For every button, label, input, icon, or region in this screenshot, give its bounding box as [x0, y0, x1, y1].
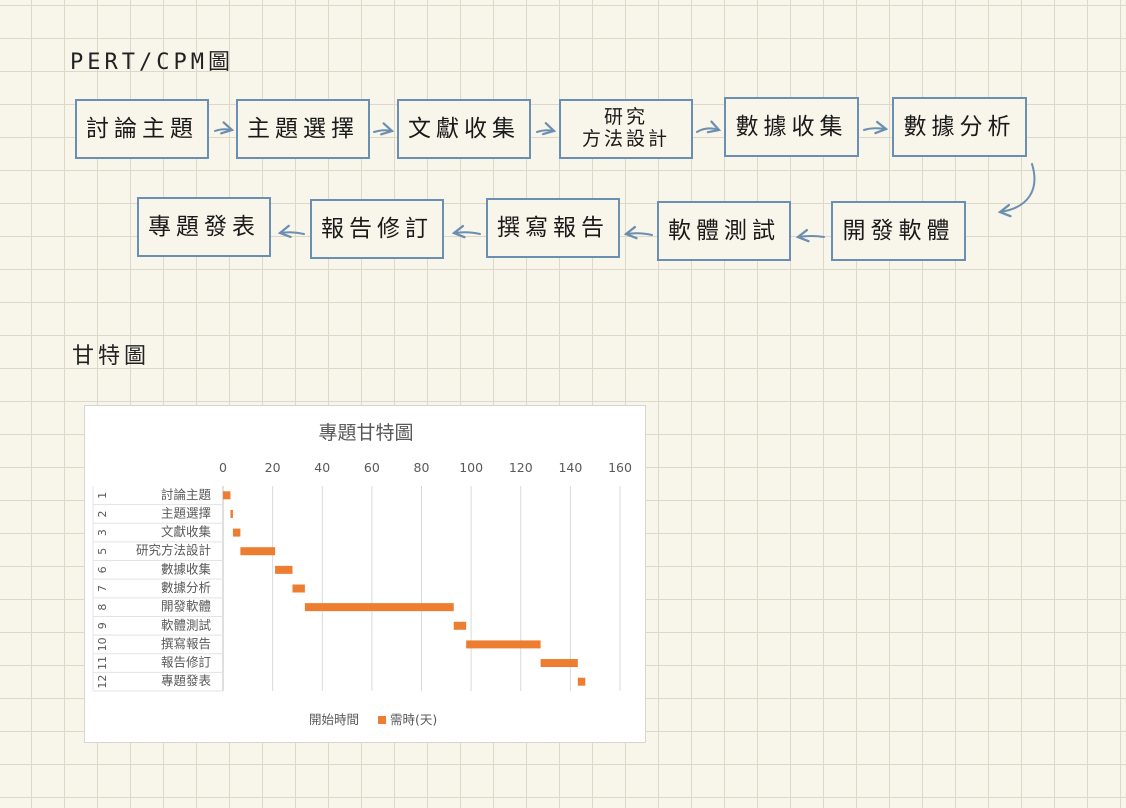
row-number: 2	[96, 510, 109, 517]
pert-node-software-test: 軟體測試	[657, 201, 791, 261]
legend-start-time: 開始時間	[309, 712, 359, 727]
row-number: 1	[96, 492, 109, 499]
gantt-bar	[453, 621, 467, 630]
row-number: 5	[96, 548, 109, 555]
category-label: 撰寫報告	[161, 636, 211, 651]
category-label: 報告修訂	[161, 655, 211, 670]
category-label: 數據收集	[161, 561, 212, 576]
gantt-bar	[223, 491, 231, 500]
row-number: 3	[96, 529, 109, 536]
pert-node-data-analysis: 數據分析	[892, 97, 1027, 157]
category-label: 專題發表	[161, 673, 212, 688]
gantt-bar	[292, 584, 305, 593]
arrow-10-11	[277, 224, 305, 239]
arrow-8-9	[623, 225, 653, 240]
gantt-bar	[577, 677, 586, 686]
x-tick-label: 40	[314, 460, 330, 475]
arrow-4-5	[696, 120, 722, 134]
arrow-5-6	[863, 120, 889, 135]
category-label: 研究方法設計	[136, 543, 211, 558]
x-tick-label: 0	[219, 460, 227, 475]
gantt-bar	[540, 659, 578, 668]
pert-node-presentation: 專題發表	[137, 197, 271, 257]
category-label: 討論主題	[161, 487, 212, 502]
x-tick-label: 100	[459, 460, 483, 475]
row-number: 8	[96, 604, 109, 611]
gantt-bar	[466, 640, 541, 649]
pert-node-literature: 文獻收集	[397, 99, 531, 159]
gantt-bar	[304, 603, 454, 612]
arrow-9-10	[451, 224, 481, 239]
category-label: 開發軟體	[161, 599, 211, 614]
row-number: 11	[96, 656, 109, 670]
arrow-6-7	[997, 163, 1036, 218]
row-number: 10	[96, 637, 109, 651]
gantt-bar	[232, 528, 241, 537]
category-label: 軟體測試	[161, 617, 212, 632]
arrow-7-8	[795, 228, 825, 243]
x-tick-label: 140	[558, 460, 582, 475]
pert-title: PERT/CPM圖	[70, 50, 234, 75]
row-number: 7	[96, 585, 109, 592]
gantt-chart-card: 專題甘特圖 0 20 40 60 80 100 120 140 160 1 討論主題 2 主題選擇 3 文獻收…	[84, 405, 646, 743]
arrow-2-3	[373, 122, 395, 136]
category-label: 主題選擇	[161, 505, 211, 520]
row-number: 9	[96, 622, 109, 629]
gantt-title: 甘特圖	[72, 344, 151, 369]
row-number: 6	[96, 566, 109, 573]
chart-title: 專題甘特圖	[318, 422, 413, 444]
gantt-bar	[240, 547, 276, 556]
arrow-3-4	[536, 122, 557, 136]
legend-swatch-duration	[378, 716, 386, 724]
gantt-bar	[275, 565, 293, 574]
x-tick-label: 120	[509, 460, 533, 475]
pert-node-discuss-topic: 討論主題	[75, 99, 209, 159]
x-tick-label: 160	[608, 460, 632, 475]
category-label: 數據分析	[161, 580, 211, 595]
gantt-bar	[230, 509, 233, 518]
pert-node-develop-software: 開發軟體	[831, 201, 966, 261]
pert-node-topic-selection: 主題選擇	[236, 99, 370, 159]
pert-node-method-design: 研究 方法設計	[559, 99, 693, 159]
x-tick-label: 60	[364, 460, 380, 475]
arrow-1-2	[214, 121, 235, 135]
row-number: 12	[96, 675, 109, 689]
legend-duration: 需時(天)	[390, 712, 437, 727]
gantt-chart: 專題甘特圖 0 20 40 60 80 100 120 140 160 1 討論主題 2 主題選擇 3 文獻收…	[92, 422, 632, 727]
x-tick-label: 20	[265, 460, 281, 475]
pert-node-revise-report: 報告修訂	[310, 199, 444, 259]
pert-node-data-collection: 數據收集	[724, 97, 859, 157]
category-label: 文獻收集	[161, 524, 212, 539]
pert-node-write-report: 撰寫報告	[486, 198, 620, 258]
x-tick-label: 80	[414, 460, 430, 475]
